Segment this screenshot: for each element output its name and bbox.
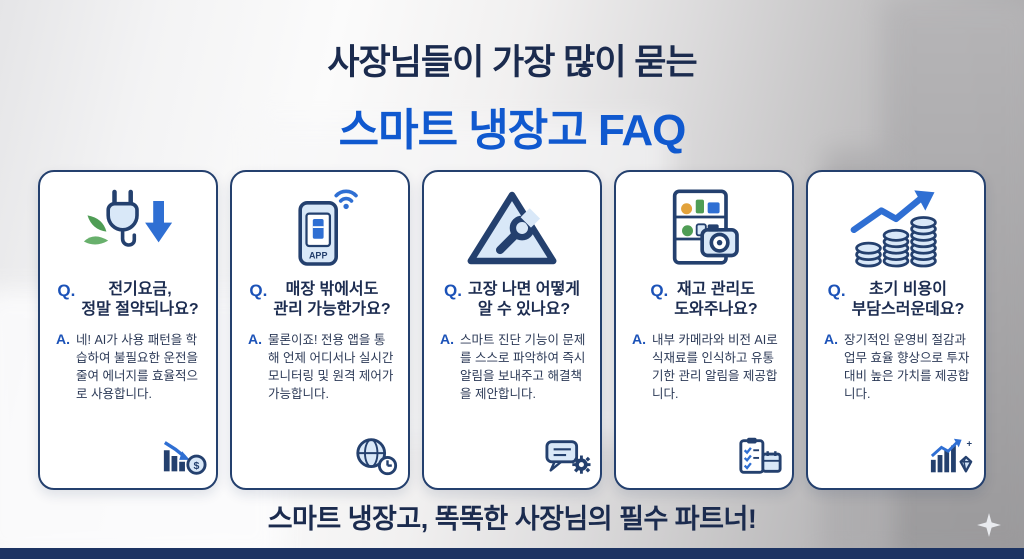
answer-text: 장기적인 운영비 절감과 업무 효율 향상으로 투자 대비 높은 가치를 제공합… bbox=[844, 332, 970, 402]
answer-text: 물론이죠! 전용 앱을 통해 언제 어디서나 실시간 모니터링 및 원격 제어가… bbox=[268, 332, 394, 402]
chat-bubble-gear-icon bbox=[545, 436, 591, 481]
fridge-camera-icon bbox=[624, 180, 784, 276]
q-label: Q. bbox=[650, 281, 669, 300]
faq-card-cost: Q. 초기 비용이 부담스러운데요? A. 장기적인 운영비 절감과 업무 효율… bbox=[806, 170, 986, 490]
a-label: A. bbox=[440, 330, 454, 347]
answer-text: 스마트 진단 기능이 문제를 스스로 파악하여 즉시 알림을 보내주고 해결책을… bbox=[460, 332, 586, 402]
question-line-1: 초기 비용이 bbox=[868, 281, 947, 298]
smartphone-app-wifi-icon: APP bbox=[240, 180, 400, 276]
question-line-1: 고장 나면 어떻게 bbox=[468, 281, 580, 298]
title-line-1: 사장님들이 가장 많이 묻는 bbox=[327, 43, 697, 82]
faq-card-energy: Q. 전기요금, 정말 절약되나요? A. 네! AI가 사용 패턴을 학습하여… bbox=[38, 170, 218, 490]
page-title: 사장님들이 가장 많이 묻는 스마트 냉장고 FAQ bbox=[0, 34, 1024, 158]
faq-card-remote: APP Q. 매장 밖에서도 관리 가능한가요? A. 물론이죠! 전용 앱을 … bbox=[230, 170, 410, 490]
question-row: Q. 매장 밖에서도 관리 가능한가요? bbox=[240, 280, 400, 321]
question-row: Q. 재고 관리도 도와주나요? bbox=[624, 280, 784, 321]
svg-text:$: $ bbox=[194, 460, 200, 472]
question-row: Q. 초기 비용이 부담스러운데요? bbox=[816, 280, 976, 321]
faq-cards-row: Q. 전기요금, 정말 절약되나요? A. 네! AI가 사용 패턴을 학습하여… bbox=[38, 170, 986, 490]
coin-stacks-growth-icon bbox=[816, 180, 976, 276]
globe-clock-icon bbox=[353, 436, 399, 481]
q-label: Q. bbox=[57, 281, 76, 300]
question-row: Q. 전기요금, 정말 절약되나요? bbox=[48, 280, 208, 321]
question-text: 재고 관리도 도와주나요? bbox=[674, 280, 757, 321]
question-line-2: 알 수 있나요? bbox=[477, 301, 571, 319]
bottom-accent-bar bbox=[0, 548, 1024, 559]
faq-card-inventory: Q. 재고 관리도 도와주나요? A. 내부 카메라와 비전 AI로 식재료를 … bbox=[614, 170, 794, 490]
answer-text: 내부 카메라와 비전 AI로 식재료를 인식하고 유통기한 관리 알림을 제공합… bbox=[652, 332, 778, 402]
question-line-2: 정말 절약되나요? bbox=[81, 301, 199, 319]
declining-chart-dollar-icon: $ bbox=[161, 436, 207, 481]
a-label: A. bbox=[632, 330, 646, 347]
title-line-2: 스마트 냉장고 FAQ bbox=[338, 106, 687, 155]
q-label: Q. bbox=[827, 281, 846, 300]
faq-card-diagnosis: Q. 고장 나면 어떻게 알 수 있나요? A. 스마트 진단 기능이 문제를 … bbox=[422, 170, 602, 490]
a-label: A. bbox=[824, 330, 838, 347]
question-text: 초기 비용이 부담스러운데요? bbox=[852, 280, 965, 321]
question-line-2: 도와주나요? bbox=[674, 301, 758, 319]
answer-text: 네! AI가 사용 패턴을 학습하여 불필요한 운전을 줄여 에너지를 효율적으… bbox=[76, 332, 198, 402]
warning-triangle-wrench-icon bbox=[432, 180, 592, 276]
answer-row: A. 네! AI가 사용 패턴을 학습하여 불필요한 운전을 줄여 에너지를 효… bbox=[56, 331, 204, 404]
question-line-1: 전기요금, bbox=[108, 281, 172, 298]
question-line-2: 관리 가능한가요? bbox=[273, 301, 391, 319]
plug-energy-saving-icon bbox=[48, 180, 208, 276]
answer-row: A. 물론이죠! 전용 앱을 통해 언제 어디서나 실시간 모니터링 및 원격 … bbox=[248, 331, 396, 404]
sparkle-icon bbox=[976, 512, 1002, 543]
q-label: Q. bbox=[249, 281, 268, 300]
question-text: 전기요금, 정말 절약되나요? bbox=[81, 280, 198, 321]
growth-chart-diamond-icon: + bbox=[929, 436, 975, 481]
question-line-2: 부담스러운데요? bbox=[851, 301, 965, 319]
question-line-1: 매장 밖에서도 bbox=[285, 281, 379, 298]
question-text: 고장 나면 어떻게 알 수 있나요? bbox=[468, 280, 580, 321]
answer-row: A. 스마트 진단 기능이 문제를 스스로 파악하여 즉시 알림을 보내주고 해… bbox=[440, 331, 588, 404]
svg-text:+: + bbox=[966, 438, 972, 449]
q-label: Q. bbox=[444, 281, 462, 300]
a-label: A. bbox=[56, 330, 70, 347]
a-label: A. bbox=[248, 330, 262, 347]
bottom-tagline: 스마트 냉장고, 똑똑한 사장님의 필수 파트너! bbox=[267, 504, 757, 534]
question-line-1: 재고 관리도 bbox=[676, 281, 755, 298]
checklist-calendar-icon bbox=[737, 436, 783, 481]
answer-row: A. 내부 카메라와 비전 AI로 식재료를 인식하고 유통기한 관리 알림을 … bbox=[632, 331, 780, 404]
answer-row: A. 장기적인 운영비 절감과 업무 효율 향상으로 투자 대비 높은 가치를 … bbox=[824, 331, 972, 404]
question-text: 매장 밖에서도 관리 가능한가요? bbox=[273, 280, 390, 321]
question-row: Q. 고장 나면 어떻게 알 수 있나요? bbox=[432, 280, 592, 321]
svg-text:APP: APP bbox=[309, 251, 328, 261]
